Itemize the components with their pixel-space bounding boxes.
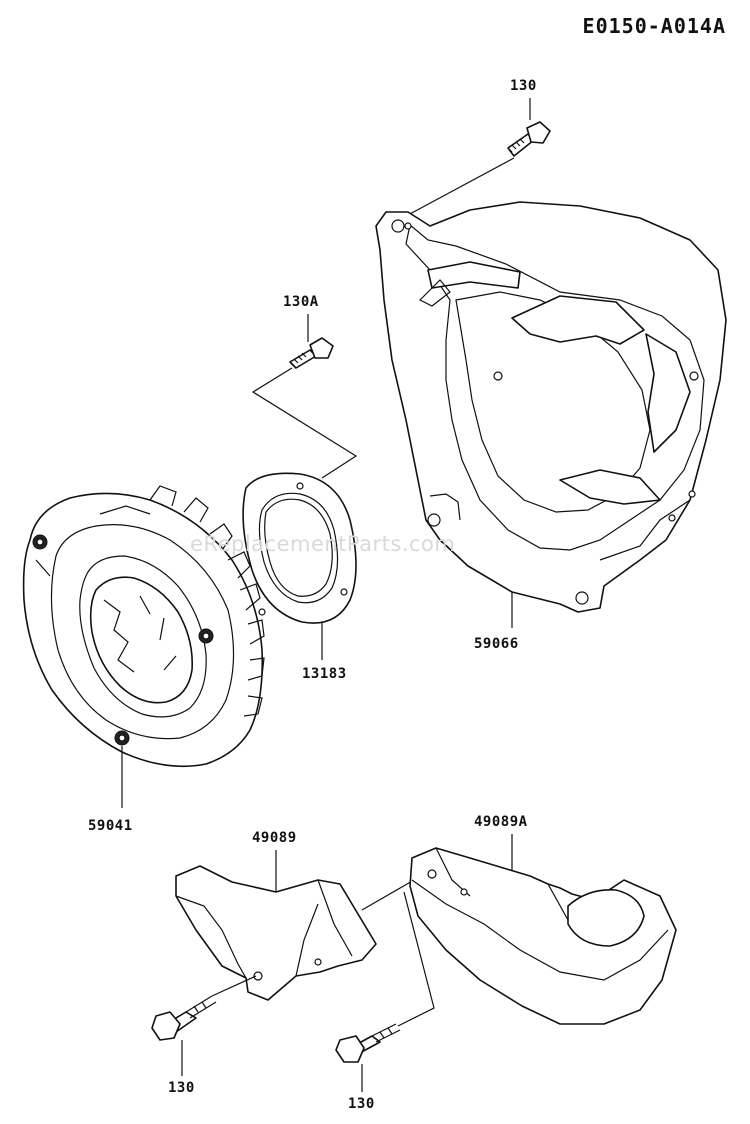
callout-130-bottom-left: 130	[168, 1080, 195, 1096]
cover-49089	[175, 850, 415, 1001]
callout-59066: 59066	[474, 636, 519, 652]
diagram-code: E0150-A014A	[582, 14, 726, 38]
gasket	[242, 472, 357, 660]
callout-13183: 13183	[302, 666, 347, 682]
callout-59041: 59041	[88, 818, 133, 834]
bolt-130a	[251, 314, 358, 479]
callout-130-bottom-right: 130	[348, 1096, 375, 1112]
callout-49089a: 49089A	[474, 814, 528, 830]
blower-shroud	[375, 201, 727, 628]
bolt-130-bottom-left	[151, 975, 257, 1076]
bolt-130-top	[407, 98, 551, 216]
watermark: eReplacementParts.com	[190, 532, 456, 556]
callout-49089: 49089	[252, 830, 297, 846]
callout-130a: 130A	[283, 294, 319, 310]
bolt-130-bottom-right	[335, 891, 435, 1092]
cover-49089a	[409, 834, 677, 1025]
cooling-fan	[22, 485, 265, 808]
callout-130-top: 130	[510, 78, 537, 94]
